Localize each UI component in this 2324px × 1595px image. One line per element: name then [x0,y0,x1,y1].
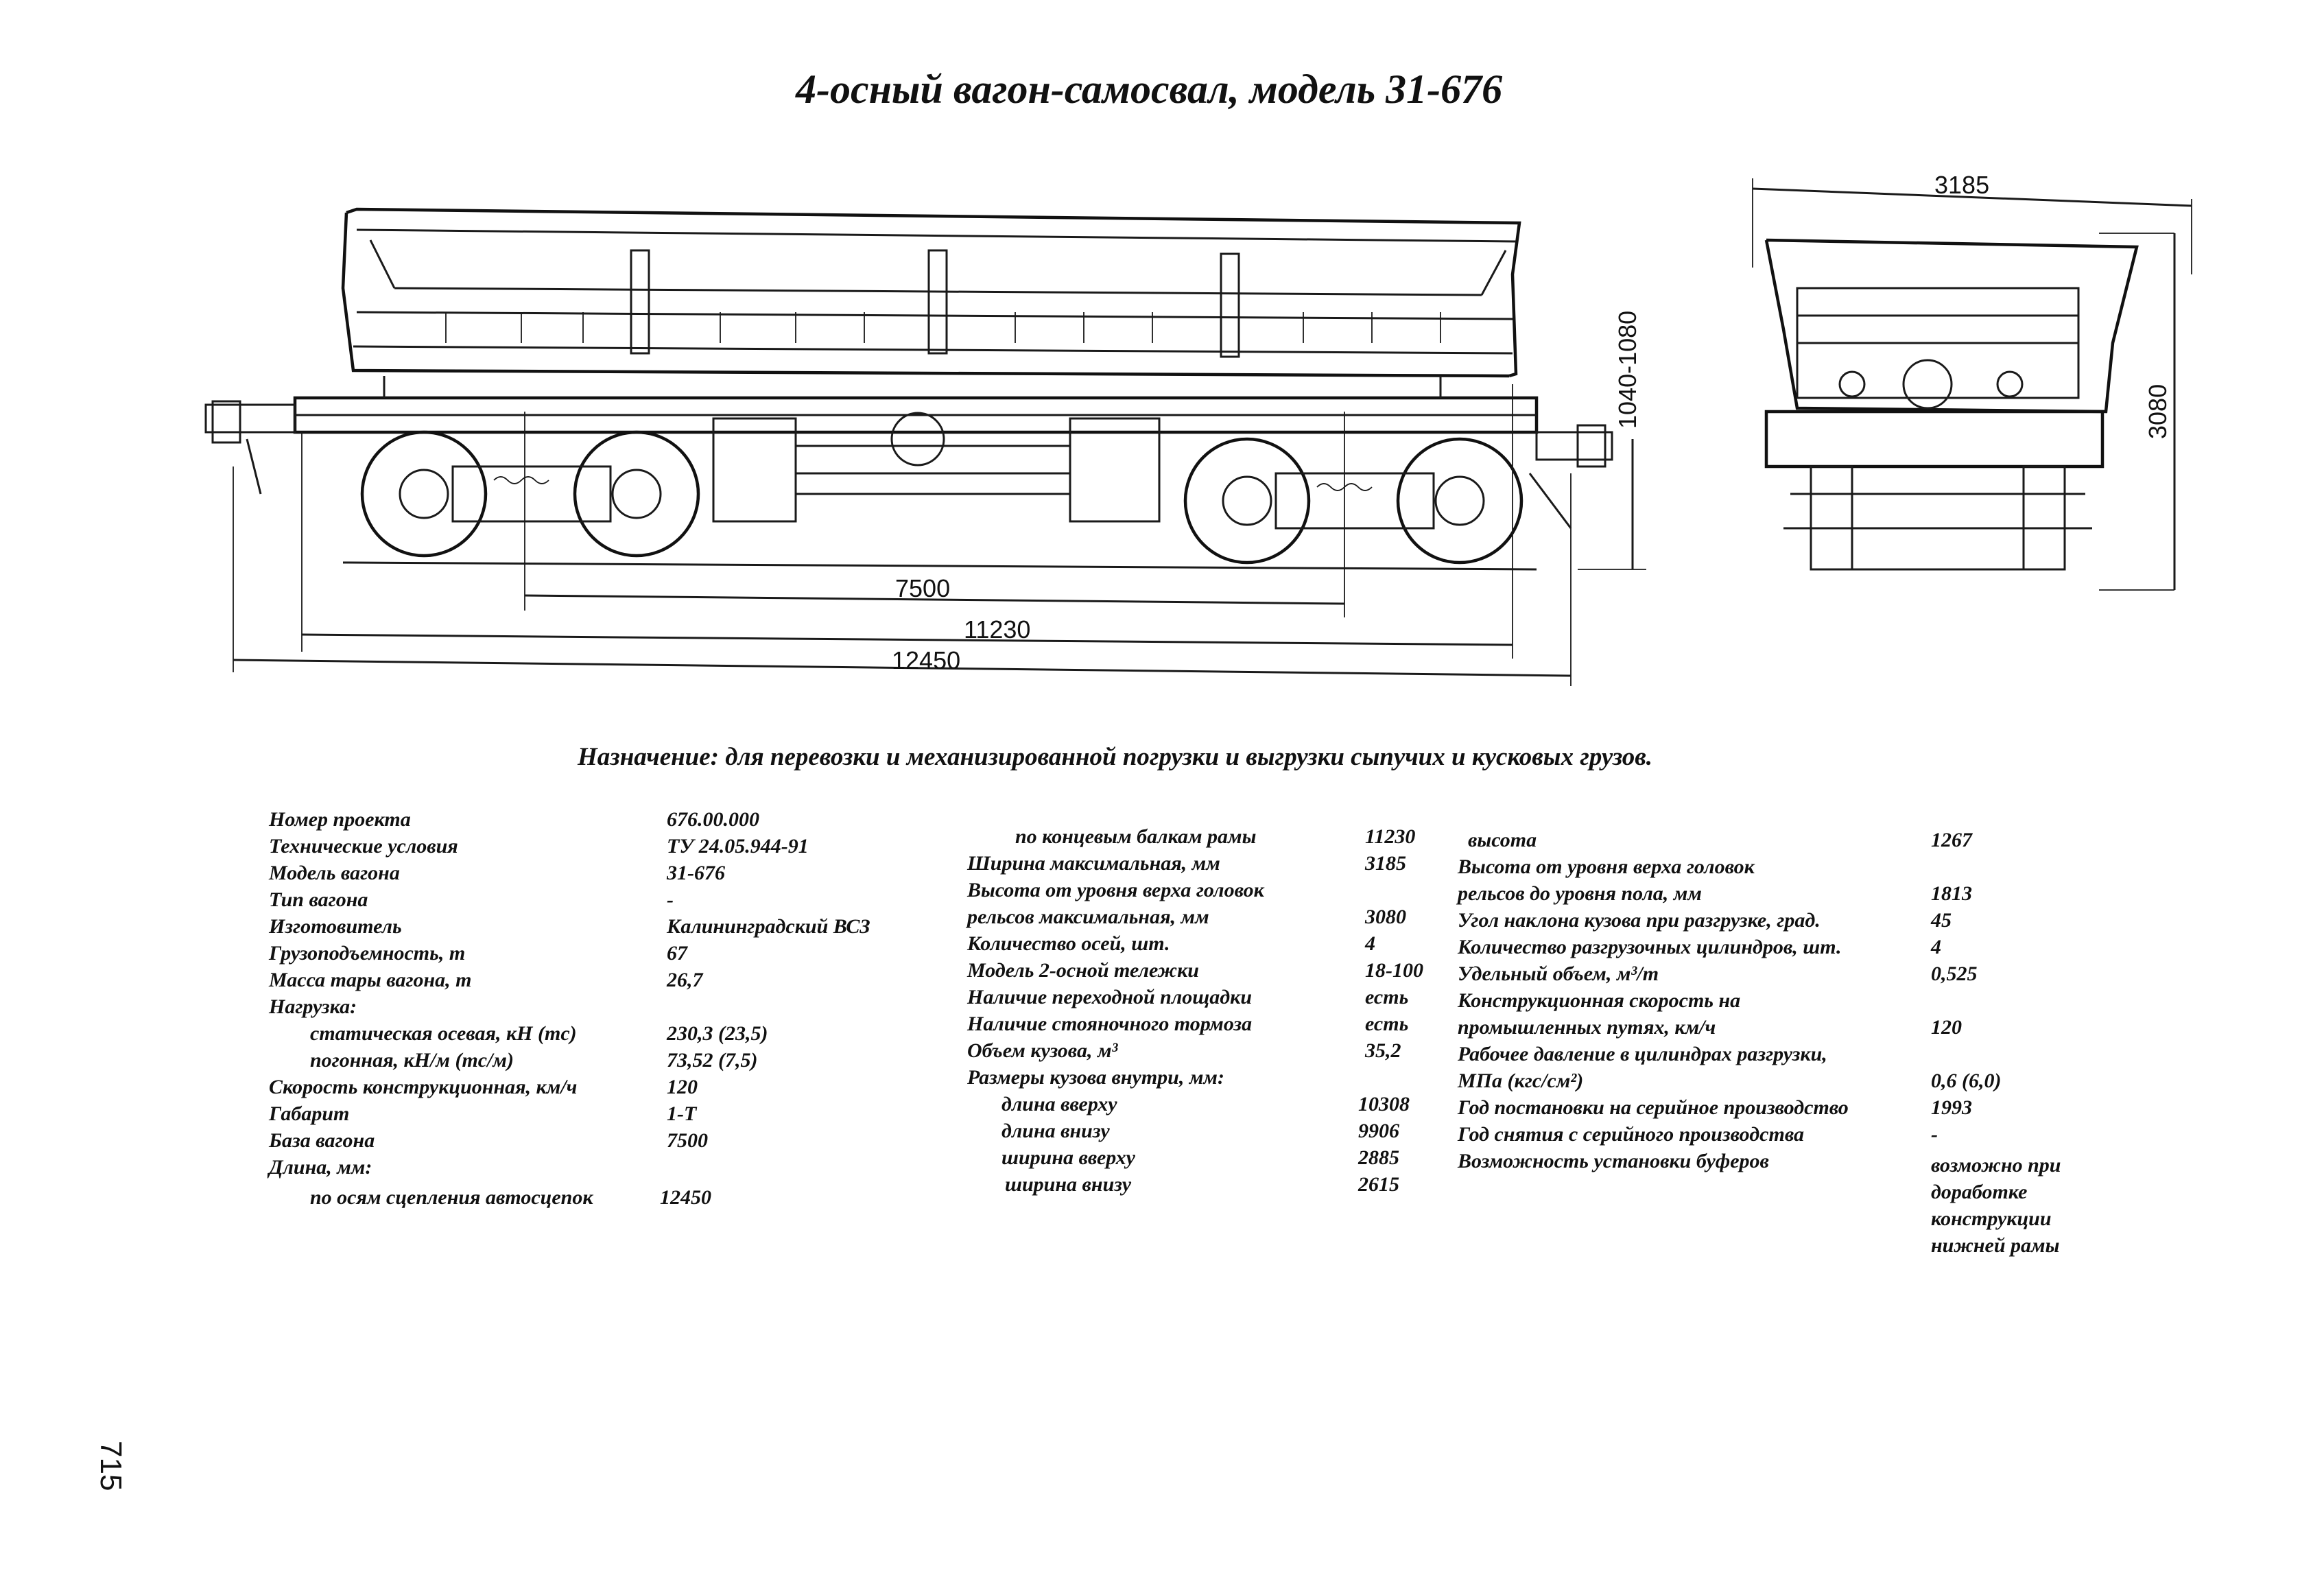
spec-label: Модель вагона [269,862,400,884]
spec-label: Изготовитель [269,915,402,938]
spec-label: Наличие стояночного тормоза [967,1013,1253,1035]
spec-value: 18-100 [1365,959,1423,982]
spec-value: 0,6 (6,0) [1931,1070,2002,1092]
spec-value: 3185 [1365,852,1406,875]
spec-value: есть [1365,986,1409,1008]
spec-label: Габарит [269,1102,350,1125]
spec-value: 26,7 [667,969,703,991]
spec-value: 120 [1931,1016,1962,1039]
spec-label: Скорость конструкционная, км/ч [269,1076,578,1098]
spec-value: возможно при [1931,1154,2061,1177]
dim-base: 7500 [895,574,950,602]
spec-value: доработке [1931,1181,2028,1203]
spec-value: 7500 [667,1129,708,1152]
spec-value: есть [1365,1013,1409,1035]
spec-value: 1267 [1931,829,1972,851]
spec-label: Длина, мм: [269,1156,372,1179]
spec-label: Ширина максимальная, мм [967,852,1220,875]
spec-value: 1993 [1931,1096,1972,1119]
spec-label: Количество разгрузочных цилиндров, шт. [1458,936,1842,958]
spec-label: длина вверху [1001,1093,1117,1115]
spec-value: 73,52 (7,5) [667,1049,758,1072]
spec-value: 676.00.000 [667,808,759,831]
spec-label: Объем кузова, м³ [967,1039,1118,1062]
spec-value: нижней рамы [1931,1234,2060,1257]
spec-label: Высота от уровня верха головок [967,879,1264,901]
spec-label: ширина внизу [1005,1173,1132,1196]
spec-value: 31-676 [667,862,725,884]
spec-value: - [667,888,674,911]
spec-label: рельсов до уровня пола, мм [1458,882,1702,905]
spec-value: 1813 [1931,882,1972,905]
railcar-drawing: 7500 11230 12450 1040-1080 3185 [204,171,2192,686]
page-number: 715 [94,1441,128,1491]
spec-value: 120 [667,1076,698,1098]
spec-label: Номер проекта [269,808,411,831]
dim-height-coupler: 1040-1080 [1613,311,1641,429]
spec-value: - [1931,1123,1938,1146]
dim-length: 12450 [892,646,960,674]
spec-label: длина внизу [1001,1120,1110,1142]
spec-value: 10308 [1358,1093,1410,1115]
spec-label: по концевым балкам рамы [1015,825,1257,848]
spec-label: Нагрузка: [269,995,357,1018]
spec-value: 0,525 [1931,962,1978,985]
spec-value: 11230 [1365,825,1416,848]
dim-width: 3185 [1934,171,1989,199]
spec-label: Возможность установки буферов [1458,1150,1769,1172]
spec-label: по осям сцепления автосцепок [310,1186,593,1209]
spec-label: Высота от уровня верха головок [1458,855,1755,878]
spec-label: МПа (кгс/см²) [1458,1070,1584,1092]
spec-value: 67 [667,942,687,965]
spec-label: Модель 2-осной тележки [967,959,1199,982]
spec-label: Тип вагона [269,888,368,911]
purpose-text: Назначение: для перевозки и механизирова… [578,743,1653,771]
spec-label: Наличие переходной площадки [967,986,1253,1008]
spec-value: 35,2 [1365,1039,1401,1062]
end-view: 3185 3080 [1752,171,2192,591]
spec-label: Угол наклона кузова при разгрузке, град. [1458,909,1821,932]
spec-value: 4 [1931,936,1941,958]
spec-label: Грузоподъемность, т [269,942,466,965]
spec-label: Конструкционная скорость на [1458,989,1741,1012]
page-title: 4-осный вагон-самосвал, модель 31-676 [796,67,1503,112]
spec-label: Технические условия [269,835,458,858]
dim-height: 3080 [2144,384,2172,439]
spec-value: 2615 [1358,1173,1399,1196]
spec-label: Количество осей, шт. [967,932,1170,955]
spec-label: Масса тары вагона, т [269,969,472,991]
spec-label: ширина вверху [1001,1146,1135,1169]
spec-label: погонная, кН/м (тс/м) [310,1049,514,1072]
spec-value: 4 [1365,932,1375,955]
spec-label: Год постановки на серийное производство [1458,1096,1849,1119]
spec-value: 2885 [1358,1146,1399,1169]
spec-value: 230,3 (23,5) [667,1022,768,1045]
spec-value: 45 [1931,909,1952,932]
spec-label: высота [1468,829,1537,851]
spec-value: 12450 [660,1186,711,1209]
spec-label: статическая осевая, кН (тс) [310,1022,577,1045]
spec-value: Калининградский ВСЗ [667,915,870,938]
spec-label: рельсов максимальная, мм [967,906,1209,928]
spec-label: Размеры кузова внутри, мм: [967,1066,1224,1089]
spec-value: 3080 [1365,906,1406,928]
spec-value: конструкции [1931,1207,2052,1230]
spec-value: 9906 [1358,1120,1399,1142]
spec-label: Рабочее давление в цилиндрах разгрузки, [1458,1043,1827,1065]
spec-label: Удельный объем, м³/т [1458,962,1659,985]
dim-frame: 11230 [964,615,1030,643]
spec-label: База вагона [269,1129,375,1152]
spec-value: ТУ 24.05.944-91 [667,835,809,858]
spec-label: Год снятия с серийного производства [1458,1123,1805,1146]
side-view: 7500 11230 12450 1040-1080 [204,207,1646,686]
spec-label: промышленных путях, км/ч [1458,1016,1716,1039]
spec-value: 1-Т [667,1102,697,1125]
